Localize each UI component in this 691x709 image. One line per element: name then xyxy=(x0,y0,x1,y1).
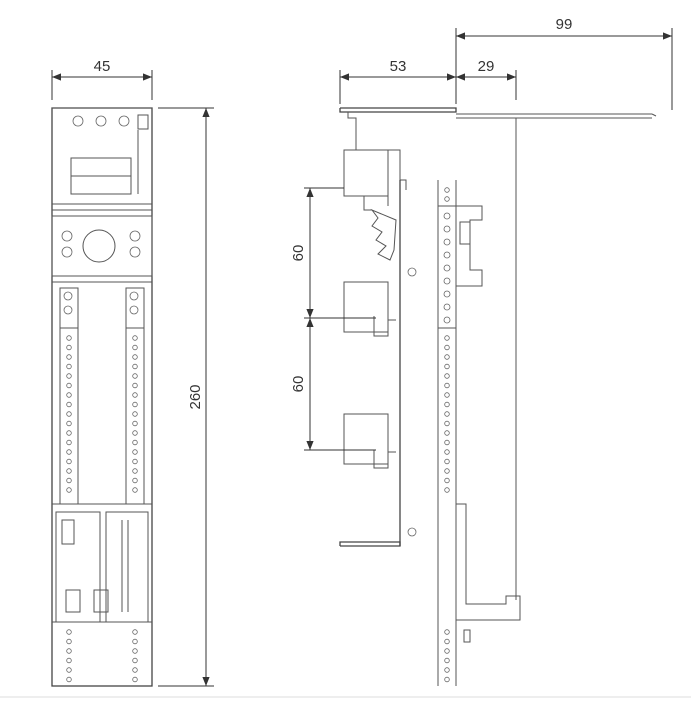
rail-hole xyxy=(444,676,450,683)
rail-hole xyxy=(132,354,138,360)
rail-hole xyxy=(132,335,138,341)
rail-hole xyxy=(132,458,138,465)
rail-hole xyxy=(443,225,451,233)
rail-hole xyxy=(66,638,72,645)
rail-hole xyxy=(66,487,72,493)
dimension-total-height: 260 xyxy=(158,107,214,687)
rail-hole xyxy=(66,629,72,635)
rail-hole xyxy=(444,392,450,398)
rail-hole xyxy=(132,629,138,635)
rail-hole xyxy=(132,477,138,484)
rail-hole xyxy=(444,667,450,673)
rail-hole xyxy=(444,477,450,484)
rail-hole xyxy=(444,401,450,408)
rail-hole xyxy=(444,638,450,645)
rail-hole xyxy=(444,335,450,341)
rail-hole xyxy=(132,648,138,654)
rail-hole xyxy=(132,667,138,673)
rail-hole xyxy=(443,264,451,272)
rail-hole xyxy=(132,392,138,398)
rail-hole xyxy=(66,449,72,455)
rail-hole xyxy=(66,392,72,398)
dimension-side-depth: 53 xyxy=(339,58,456,104)
rail-hole xyxy=(132,676,138,683)
rail-hole xyxy=(66,648,72,654)
total-height-label: 260 xyxy=(187,384,204,409)
dimension-front-width: 45 xyxy=(51,58,153,100)
rail-hole xyxy=(132,373,138,379)
rail-hole xyxy=(66,354,72,360)
rail-hole xyxy=(66,373,72,379)
rail-hole xyxy=(132,468,138,474)
rail-hole xyxy=(132,487,138,493)
rail-hole xyxy=(443,290,451,298)
rail-hole xyxy=(132,411,138,417)
offset-depth-label: 29 xyxy=(478,58,495,75)
rail-hole xyxy=(444,373,450,379)
rail-hole xyxy=(66,676,72,683)
rail-hole xyxy=(444,187,450,193)
rail-hole xyxy=(444,363,450,370)
front-view-outline xyxy=(51,107,153,687)
overall-depth-label: 99 xyxy=(556,16,573,33)
rail-hole xyxy=(66,468,72,474)
rail-hole xyxy=(66,458,72,465)
rail-hole xyxy=(443,277,451,285)
front-width-label: 45 xyxy=(94,58,111,75)
rail-hole xyxy=(132,363,138,370)
rail-hole xyxy=(66,657,72,664)
front-view xyxy=(51,107,153,687)
rail-hole xyxy=(66,420,72,427)
rail-hole xyxy=(444,458,450,465)
rail-hole xyxy=(66,439,72,446)
rail-hole xyxy=(66,335,72,341)
rail-hole xyxy=(444,648,450,654)
side-depth-label: 53 xyxy=(390,58,407,75)
rail-hole xyxy=(443,212,451,220)
rail-hole xyxy=(66,401,72,408)
rail-hole xyxy=(132,439,138,446)
rail-hole xyxy=(66,382,72,389)
rail-hole xyxy=(444,344,450,351)
rail-hole xyxy=(444,420,450,427)
rail-hole xyxy=(444,382,450,389)
rail-hole xyxy=(132,420,138,427)
rail-hole xyxy=(132,449,138,455)
spacing-lower-label: 60 xyxy=(290,376,307,393)
rail-hole xyxy=(66,411,72,417)
rail-hole xyxy=(444,657,450,664)
rail-hole xyxy=(444,449,450,455)
rail-hole xyxy=(444,196,450,202)
dimension-spacing-upper: 60 xyxy=(290,187,376,319)
rail-hole xyxy=(66,430,72,436)
dimension-offset-depth: 29 xyxy=(455,28,517,104)
rail-hole xyxy=(444,468,450,474)
rail-hole xyxy=(444,487,450,493)
dimension-overall-depth: 99 xyxy=(456,16,673,110)
rail-hole xyxy=(444,629,450,635)
rail-hole xyxy=(444,430,450,436)
rail-hole xyxy=(443,251,451,259)
dimension-spacing-lower: 60 xyxy=(290,318,376,451)
side-view xyxy=(339,107,657,686)
rail-hole xyxy=(443,316,451,324)
rail-hole xyxy=(66,344,72,351)
rail-hole xyxy=(444,354,450,360)
rail-hole xyxy=(444,439,450,446)
rail-hole xyxy=(132,401,138,408)
rail-hole xyxy=(66,667,72,673)
rail-hole xyxy=(66,477,72,484)
rail-hole xyxy=(443,303,451,311)
rail-hole xyxy=(132,638,138,645)
rail-hole xyxy=(132,430,138,436)
rail-hole xyxy=(132,344,138,351)
rail-hole xyxy=(132,382,138,389)
rail-hole xyxy=(443,238,451,246)
spacing-upper-label: 60 xyxy=(290,245,307,262)
rail-hole xyxy=(444,411,450,417)
rail-hole xyxy=(132,657,138,664)
rail-hole xyxy=(66,363,72,370)
